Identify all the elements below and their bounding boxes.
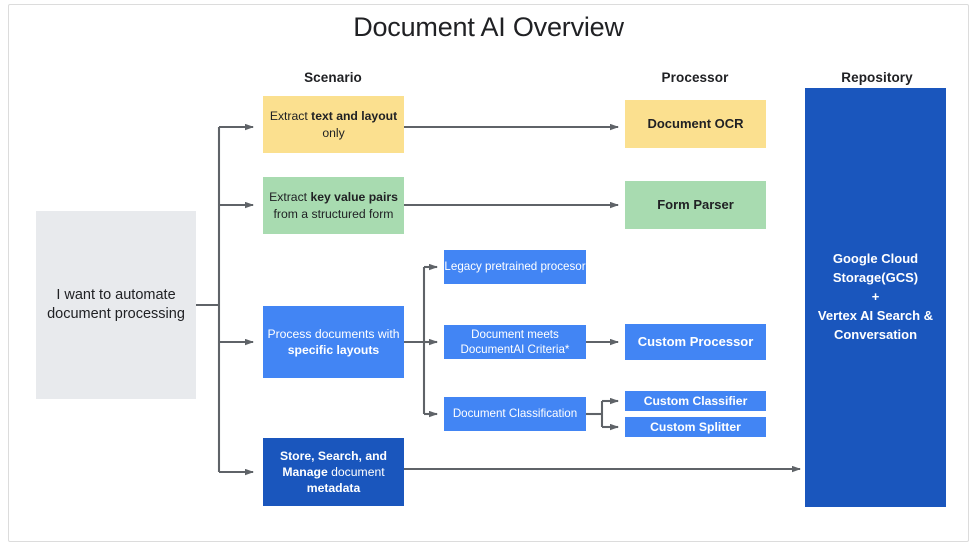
column-header-scenario: Scenario xyxy=(304,70,362,85)
process-documents-specific-layouts[interactable]: Process documents with specific layouts xyxy=(263,306,404,378)
custom-classifier[interactable]: Custom Classifier xyxy=(625,391,766,411)
store-search-manage-label: Store, Search, and Manage document metad… xyxy=(279,448,387,496)
process-documents-label: Process documents with specific layouts xyxy=(267,326,400,357)
form-parser[interactable]: Form Parser xyxy=(625,181,766,229)
extract-text-and-layout[interactable]: Extract text and layout only xyxy=(263,96,404,153)
custom-splitter-label: Custom Splitter xyxy=(650,419,741,434)
legacy-pretrained-procesor[interactable]: Legacy pretrained procesor xyxy=(444,250,586,284)
document-ocr[interactable]: Document OCR xyxy=(625,100,766,148)
document-meets-criteria[interactable]: Document meets DocumentAI Criteria* xyxy=(444,325,586,359)
form-parser-label: Form Parser xyxy=(657,197,734,213)
document-meets-criteria-label: Document meets DocumentAI Criteria* xyxy=(460,327,570,356)
repository-label: Google Cloud Storage(GCS) + Vertex AI Se… xyxy=(817,251,934,342)
i-want-to-automate-label: I want to automate document processing xyxy=(47,286,185,322)
extract-text-and-layout-label: Extract text and layout only xyxy=(269,109,398,140)
extract-key-value-pairs-label: Extract key value pairs from a structure… xyxy=(269,190,398,221)
legacy-pretrained-procesor-label: Legacy pretrained procesor xyxy=(444,260,586,274)
custom-classifier-label: Custom Classifier xyxy=(643,393,748,408)
column-header-processor: Processor xyxy=(661,70,729,85)
page-title: Document AI Overview xyxy=(353,12,624,42)
document-classification[interactable]: Document Classification xyxy=(444,397,586,431)
document-classification-label: Document Classification xyxy=(452,407,578,421)
extract-key-value-pairs[interactable]: Extract key value pairs from a structure… xyxy=(263,177,404,234)
i-want-to-automate[interactable]: I want to automate document processing xyxy=(36,211,196,399)
custom-processor-label: Custom Processor xyxy=(637,334,754,350)
repository-box[interactable]: Google Cloud Storage(GCS) + Vertex AI Se… xyxy=(805,88,946,507)
store-search-manage-metadata[interactable]: Store, Search, and Manage document metad… xyxy=(263,438,404,506)
custom-splitter[interactable]: Custom Splitter xyxy=(625,417,766,437)
column-header-repository: Repository xyxy=(841,70,913,85)
custom-processor[interactable]: Custom Processor xyxy=(625,324,766,360)
document-ocr-label: Document OCR xyxy=(647,116,744,132)
